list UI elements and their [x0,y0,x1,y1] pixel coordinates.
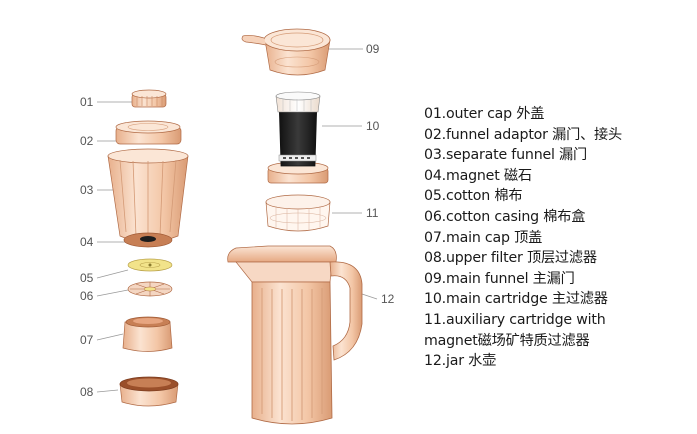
callout-12: 12 [381,292,395,306]
legend-item-12: 12.jar 水壶 [424,353,497,370]
part-05-cotton [127,258,173,272]
callout-09: 09 [366,42,380,56]
part-01-outer-cap [131,89,167,108]
callout-numbers: 01 02 03 04 05 06 07 08 09 10 11 12 [80,42,395,399]
legend-item-06: 06.cotton casing 棉布盒 [424,208,586,225]
parts-legend: 01.outer cap 外盖 02.funnel adaptor 漏门、接头 … [424,104,692,372]
callout-06: 06 [80,289,94,303]
legend-item-05: 05.cotton 棉布 [424,188,523,205]
legend-item-01: 01.outer cap 外盖 [424,106,545,122]
callout-04: 04 [80,235,94,249]
callout-08: 08 [80,385,94,399]
legend-item-02: 02.funnel adaptor 漏门、接头 [424,126,623,143]
part-06-cotton-casing [127,281,173,297]
part-11-auxiliary-cartridge [265,194,331,232]
legend-item-08: 08.upper filter 顶层过滤器 [424,250,597,267]
part-09-main-funnel [241,28,331,76]
callout-01: 01 [80,95,94,109]
legend-item-04: 04.magnet 磁石 [424,167,532,184]
legend-item-10: 10.main cartridge 主过滤器 [424,291,608,308]
leader-lines-left [96,101,132,393]
part-08-upper-filter [119,376,179,407]
callout-10: 10 [366,119,380,133]
part-07-main-cap [122,316,173,352]
part-02-funnel-adaptor [115,120,182,145]
legend-item-11-cont: magnet磁场矿特质过滤器 [424,332,590,349]
part-10-main-cartridge [267,91,329,184]
legend-item-09: 09.main funnel 主漏门 [424,270,575,287]
part-04-magnet [123,232,173,248]
legend-item-11: 11.auxiliary cartridge with [424,311,606,328]
callout-05: 05 [80,271,94,285]
callout-02: 02 [80,134,94,148]
legend-item-07: 07.main cap 顶盖 [424,229,543,246]
callout-03: 03 [80,183,94,197]
callout-11: 11 [366,206,379,220]
part-03-separate-funnel [107,148,189,243]
callout-07: 07 [80,333,94,347]
part-12-jar [227,245,363,425]
legend-item-03: 03.separate funnel 漏门 [424,147,588,164]
